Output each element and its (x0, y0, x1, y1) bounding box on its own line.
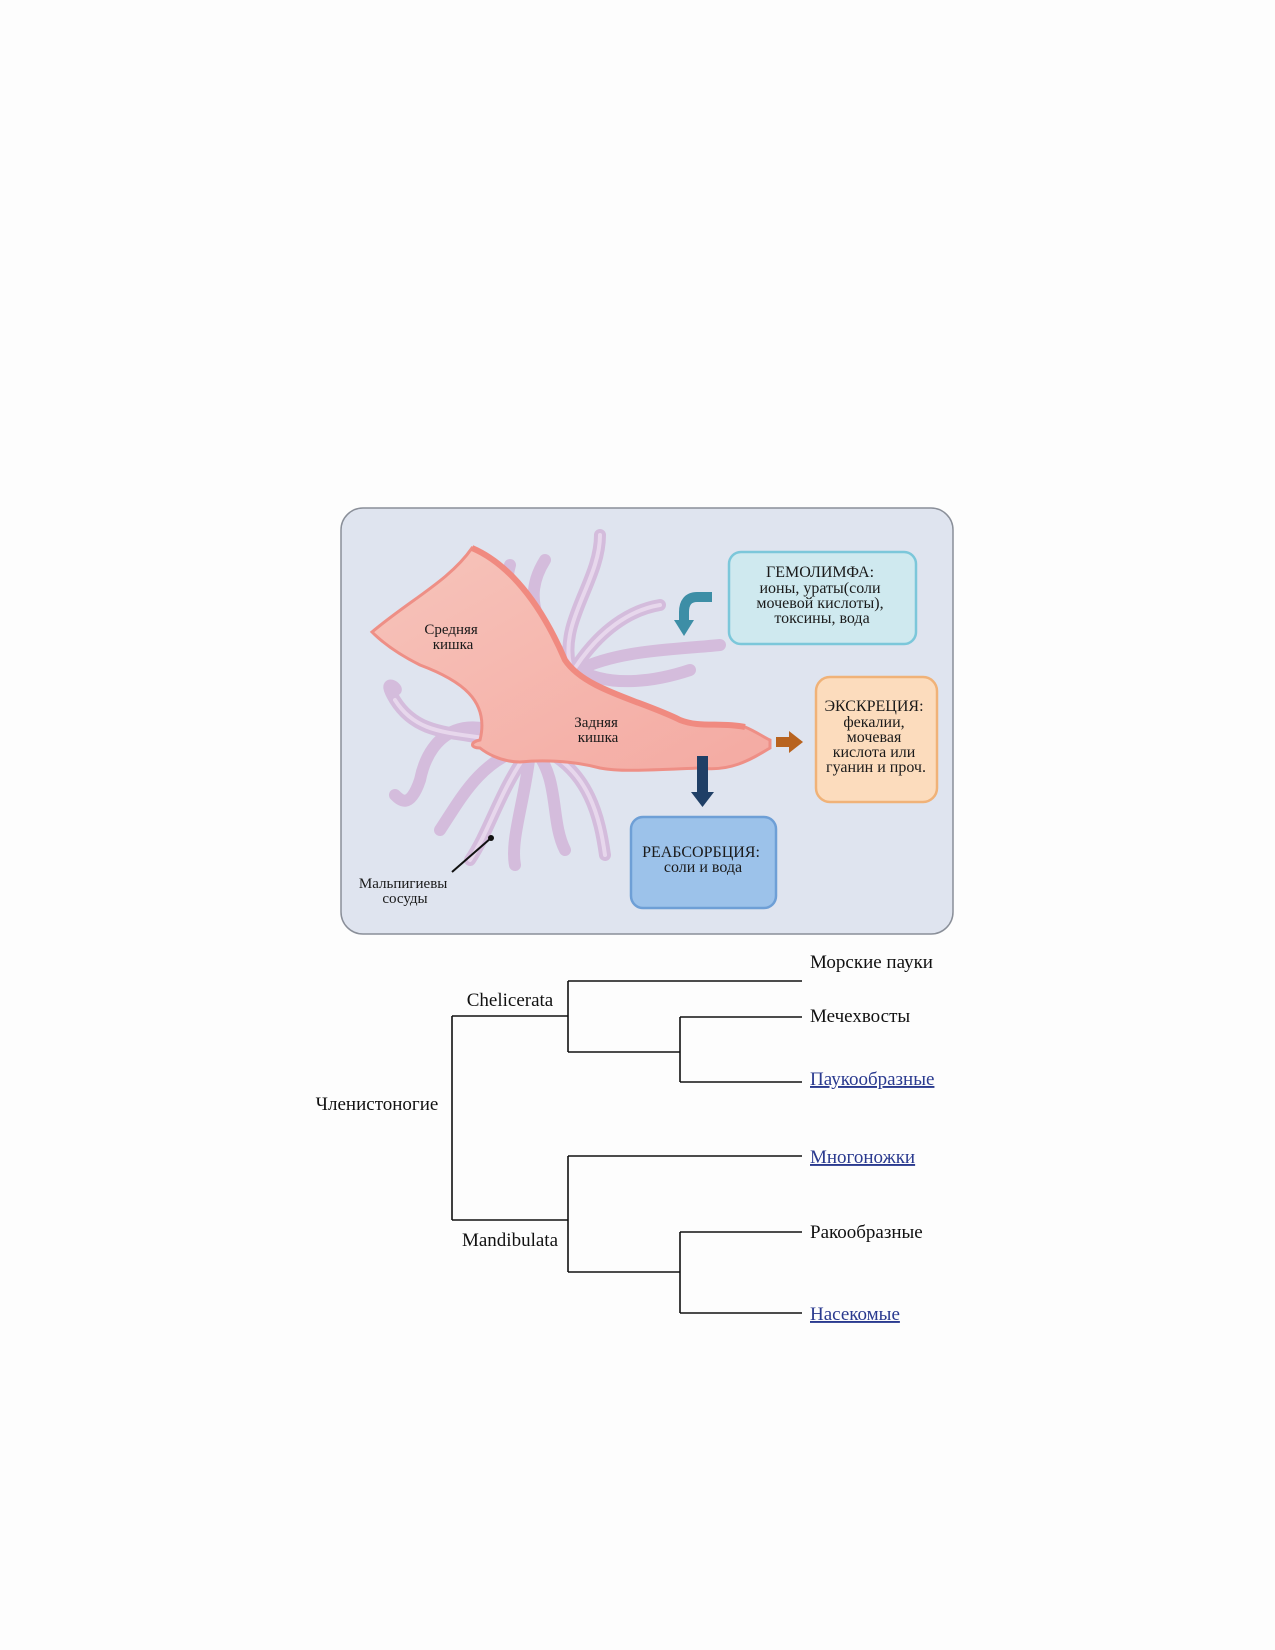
hemolymph-title: ГЕМОЛИМФА: (766, 564, 874, 581)
midgut-label: Средняя кишка (424, 622, 481, 653)
hindgut-label: Задняя кишка (574, 715, 621, 746)
excretion-diagram: Средняя кишка Задняя кишка Мальпигиевы с… (340, 507, 954, 935)
leaf-sea-spiders: Морские пауки (810, 952, 933, 973)
leaf-crustaceans: Ракообразные (810, 1222, 923, 1243)
malpighian-pointer (451, 837, 492, 873)
root-label: Членистоногие (316, 1094, 439, 1115)
reabsorption-box (629, 815, 778, 910)
excretion-box (814, 675, 939, 804)
phylogenetic-tree (451, 980, 802, 1314)
hemolymph-arrow-icon (674, 592, 712, 636)
leaf-arachnids-link[interactable]: Паукообразные (810, 1069, 934, 1090)
excretion-text: ЭКСКРЕЦИЯ: фекалии, мочевая кислота или … (824, 698, 927, 776)
excretion-arrow-icon (776, 731, 803, 753)
hemolymph-box (727, 550, 918, 646)
excretion-title: ЭКСКРЕЦИЯ: (824, 698, 923, 715)
gut-wall (470, 545, 746, 730)
reabsorption-title: РЕАБСОРБЦИЯ: (642, 844, 760, 861)
leaf-insects-link[interactable]: Насекомые (810, 1304, 900, 1325)
malpighian-pointer-dot (488, 835, 494, 841)
reabsorption-arrow-icon (691, 756, 714, 807)
leaf-myriapods-link[interactable]: Многоножки (810, 1147, 915, 1168)
clade-chelicerata-label: Chelicerata (467, 990, 554, 1011)
malpighian-label: Мальпигиевы сосуды (359, 876, 451, 907)
tree-labels: Членистоногие Chelicerata Mandibulata Мо… (316, 952, 935, 1325)
clade-mandibulata-label: Mandibulata (462, 1230, 559, 1251)
hemolymph-text: ГЕМОЛИМФА: ионы, ураты(соли мочевой кисл… (756, 564, 887, 627)
reabsorption-text: РЕАБСОРБЦИЯ: соли и вода (642, 844, 764, 876)
leaf-horseshoe-crabs: Мечехвосты (810, 1006, 910, 1027)
